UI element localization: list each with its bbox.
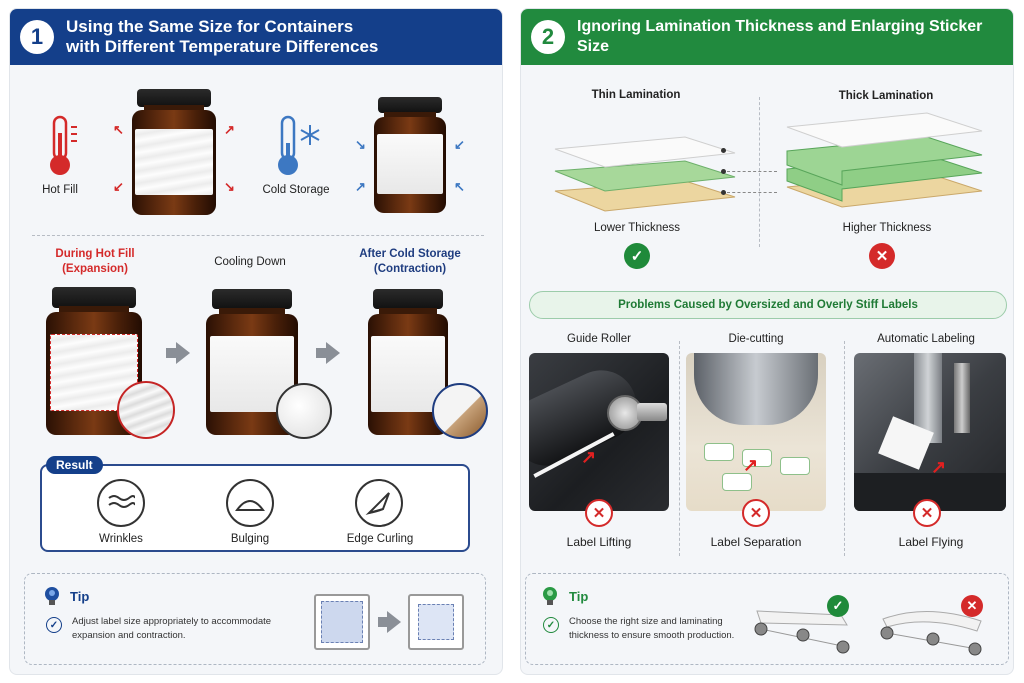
flow-arrow xyxy=(316,348,328,358)
tip-title: Tip xyxy=(70,589,90,604)
photo-automatic-labeling xyxy=(854,353,1006,511)
panel1-title: Using the Same Size for Containers with … xyxy=(66,17,378,57)
tip-title: Tip xyxy=(569,589,589,604)
zoom-bulging xyxy=(276,383,332,439)
check-circle-icon: ✓ xyxy=(624,243,650,269)
incorrect-roller-diagram xyxy=(880,610,982,656)
flow-arrow-icon xyxy=(387,611,401,633)
contract-arrow-icon: ↘ xyxy=(355,137,366,152)
panel2-title: Ignoring Lamination Thickness and Enlarg… xyxy=(577,18,983,55)
thin-lamination-stack xyxy=(554,136,736,212)
result-wrinkles: Wrinkles xyxy=(99,533,143,545)
divider xyxy=(32,235,484,236)
process-die-cutting: Die-cutting xyxy=(728,333,784,345)
tip-text: Adjust label size appropriately to accom… xyxy=(72,616,272,641)
issue-label-separation: Label Separation xyxy=(710,535,802,549)
thermometer-snowflake-icon xyxy=(278,115,320,175)
layer-pointer-dot xyxy=(721,169,726,174)
x-circle-icon: ✕ xyxy=(913,499,941,527)
lower-thickness-label: Lower Thickness xyxy=(593,222,681,234)
panel2-number-badge: 2 xyxy=(531,20,565,54)
expand-arrow-icon: ↖ xyxy=(113,122,124,137)
issue-arrow-icon: ↗ xyxy=(931,457,947,477)
divider xyxy=(844,341,845,556)
cold-storage-label: Cold Storage xyxy=(262,184,330,196)
zoom-wrinkles xyxy=(117,381,175,439)
zoom-edge-curling xyxy=(432,383,488,439)
curled-corner-icon xyxy=(355,479,403,527)
check-circle-icon: ✓ xyxy=(46,617,62,633)
jar-expansion xyxy=(46,287,142,435)
issue-arrow-icon: ↗ xyxy=(743,455,759,475)
contract-arrow-icon: ↗ xyxy=(355,179,366,194)
lightbulb-icon xyxy=(543,587,557,605)
dome-icon xyxy=(226,479,274,527)
photo-guide-roller xyxy=(529,353,669,511)
panel1-title-line2: with Different Temperature Differences xyxy=(66,37,379,56)
panel-container-size: 1 Using the Same Size for Containers wit… xyxy=(9,8,503,675)
issue-arrow-icon: ↗ xyxy=(581,447,597,467)
panel2-banner: 2 Ignoring Lamination Thickness and Enla… xyxy=(521,9,1013,65)
thick-lamination-stack xyxy=(786,112,983,208)
correct-roller-diagram xyxy=(754,610,850,654)
result-bulging: Bulging xyxy=(230,533,270,545)
label-size-after xyxy=(408,594,464,650)
layer-pointer-dot xyxy=(721,148,726,153)
divider xyxy=(759,97,760,247)
flow-arrow xyxy=(166,348,178,358)
contract-arrow-icon: ↙ xyxy=(454,137,465,152)
expand-arrow-icon: ↗ xyxy=(224,122,235,137)
issue-label-flying: Label Flying xyxy=(898,535,964,549)
check-circle-icon: ✓ xyxy=(827,595,849,617)
stage-cold-storage-label: After Cold Storage(Contraction) xyxy=(359,248,461,275)
flow-arrow-icon xyxy=(176,342,190,364)
x-circle-icon: ✕ xyxy=(585,499,613,527)
wave-lines-icon xyxy=(97,479,145,527)
divider xyxy=(679,341,680,556)
x-circle-icon: ✕ xyxy=(961,595,983,617)
result-edge-curling: Edge Curling xyxy=(346,533,414,545)
panel1-title-line1: Using the Same Size for Containers xyxy=(66,17,354,36)
hot-fill-label: Hot Fill xyxy=(42,184,78,196)
panel1-banner: 1 Using the Same Size for Containers wit… xyxy=(10,9,502,65)
result-tag: Result xyxy=(46,456,103,474)
stage-cooling-label: Cooling Down xyxy=(214,256,286,268)
issue-label-lifting: Label Lifting xyxy=(566,535,632,549)
thermometer-hot-icon xyxy=(50,115,77,175)
process-guide-roller: Guide Roller xyxy=(567,333,631,345)
thick-lamination-label: Thick Lamination xyxy=(838,90,934,102)
flow-arrow xyxy=(378,617,388,627)
process-automatic-labeling: Automatic Labeling xyxy=(877,333,975,345)
panel1-number-badge: 1 xyxy=(20,20,54,54)
contract-arrow-icon: ↖ xyxy=(454,179,465,194)
x-circle-icon: ✕ xyxy=(869,243,895,269)
problems-title: Problems Caused by Oversized and Overly … xyxy=(529,291,1007,319)
jar-cold-storage xyxy=(374,97,446,213)
lightbulb-icon xyxy=(45,587,59,605)
expand-arrow-icon: ↙ xyxy=(113,179,124,194)
higher-thickness-label: Higher Thickness xyxy=(842,222,932,234)
thin-lamination-label: Thin Lamination xyxy=(591,89,681,101)
flow-arrow-icon xyxy=(326,342,340,364)
label-size-before xyxy=(314,594,370,650)
stage-hot-fill-label: During Hot Fill(Expansion) xyxy=(55,248,135,275)
x-circle-icon: ✕ xyxy=(742,499,770,527)
panel-lamination: 2 Ignoring Lamination Thickness and Enla… xyxy=(520,8,1014,675)
jar-hot-fill xyxy=(132,89,216,215)
connector-line xyxy=(727,192,777,193)
connector-line xyxy=(727,171,777,172)
layer-pointer-dot xyxy=(721,190,726,195)
photo-die-cutting xyxy=(686,353,826,511)
expand-arrow-icon: ↘ xyxy=(224,179,235,194)
check-circle-icon: ✓ xyxy=(543,617,559,633)
